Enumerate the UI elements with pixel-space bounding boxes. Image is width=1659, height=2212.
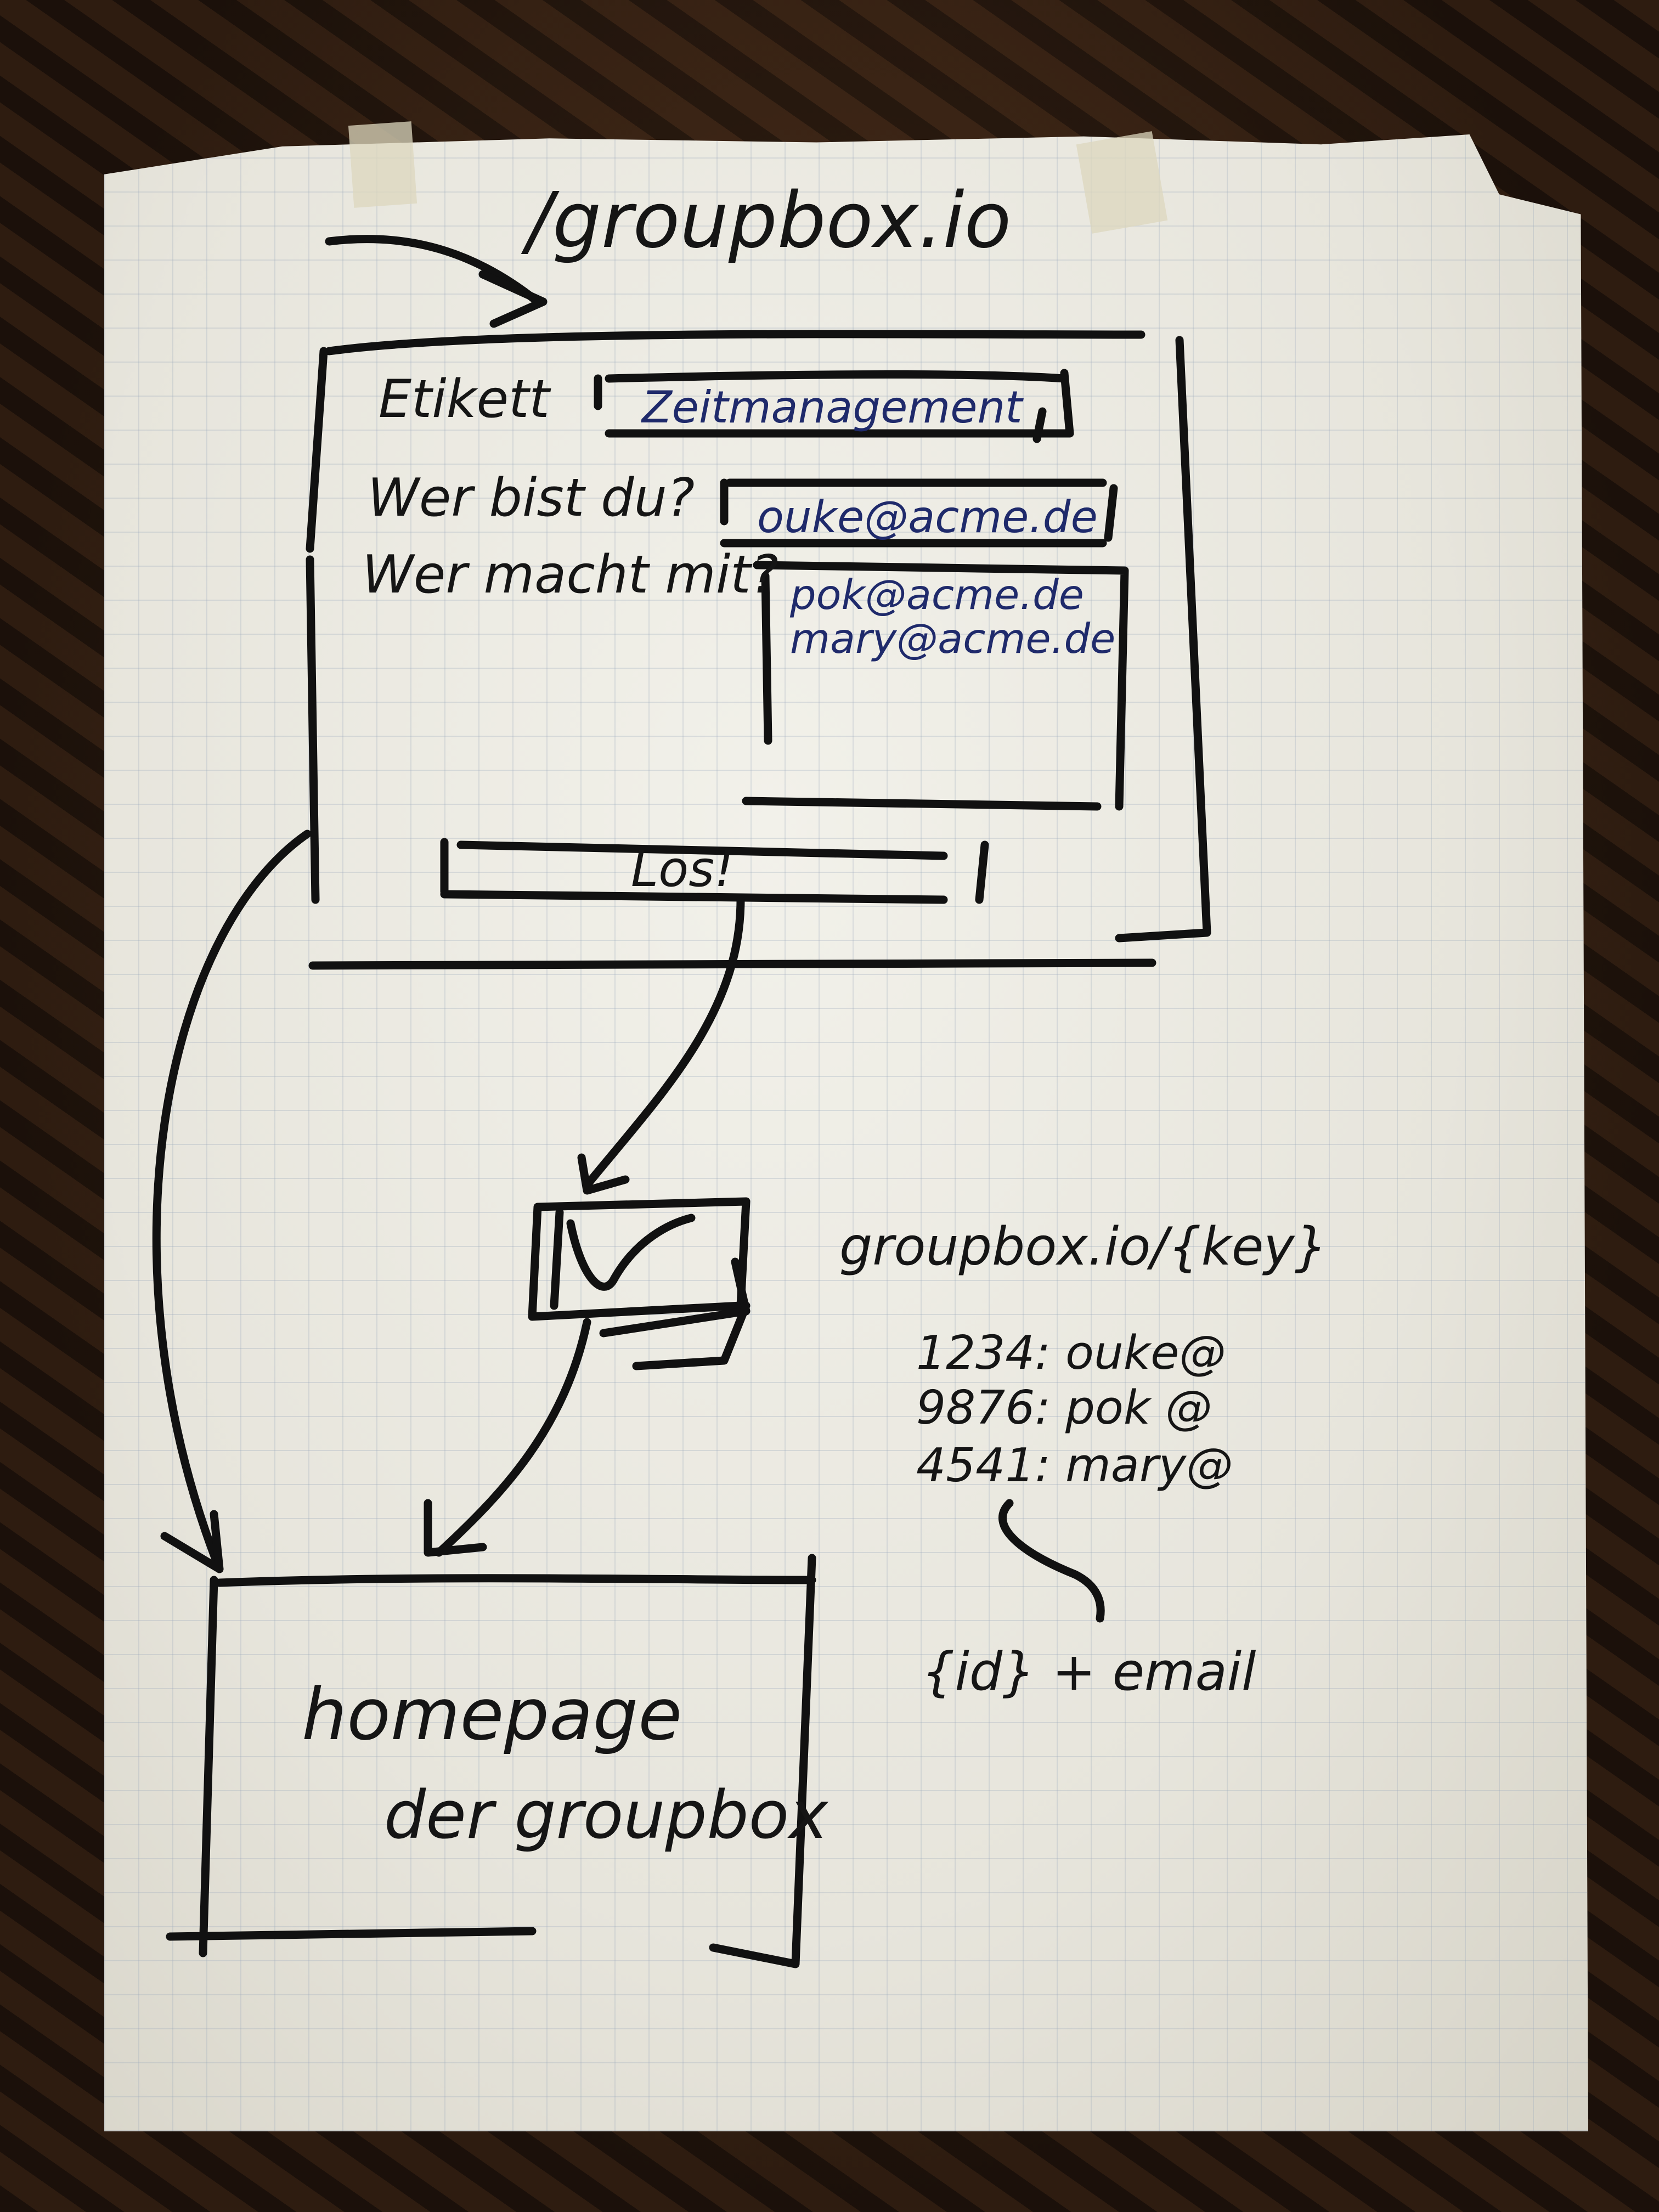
homepage-label-line2: der groupbox (384, 1778, 829, 1854)
mapping-3: 4541: mary@ (916, 1438, 1233, 1493)
form-frame (306, 330, 1211, 970)
id-email-note: {id} + email (922, 1642, 1256, 1702)
los-button-box (440, 838, 989, 904)
entry-arrowhead (478, 270, 548, 328)
arrow-form-to-homepage (152, 830, 312, 1573)
arrow-form-to-homepage-head (160, 1510, 224, 1573)
with-field-box (742, 561, 1129, 811)
homepage-box (166, 1554, 816, 1968)
flipchart-paper (104, 134, 1588, 2131)
who-field-box (720, 478, 1118, 548)
mapping-1: 1234: ouke@ (916, 1326, 1226, 1380)
homepage-label-line1: homepage (302, 1673, 682, 1756)
with-value-1: pok@acme.de (789, 571, 1084, 619)
entry-arrow (325, 235, 542, 306)
los-button-label: Los! (631, 840, 734, 898)
mapping-connector (998, 1499, 1105, 1623)
url-pattern: groupbox.io/{key} (839, 1217, 1328, 1277)
arrow-to-token-head (577, 1153, 630, 1195)
with-value-2: mary@acme.de (790, 614, 1115, 663)
arrow-token-to-homepage (435, 1318, 591, 1557)
arrow-to-token (583, 895, 745, 1189)
who-value: ouke@acme.de (757, 492, 1098, 543)
mapping-2: 9876: pok @ (916, 1381, 1212, 1435)
who-question: Wer bist du? (368, 468, 695, 528)
with-question: Wer macht mit? (362, 545, 778, 605)
etikett-value: Zeitmanagement (641, 382, 1024, 433)
arrow-token-to-homepage-head (424, 1499, 487, 1557)
etikett-field-box (594, 369, 1074, 443)
token-card-icon (528, 1197, 751, 1321)
diagram-title: /groupbox.io (521, 176, 1011, 266)
etikett-label: Etikett (379, 369, 551, 430)
